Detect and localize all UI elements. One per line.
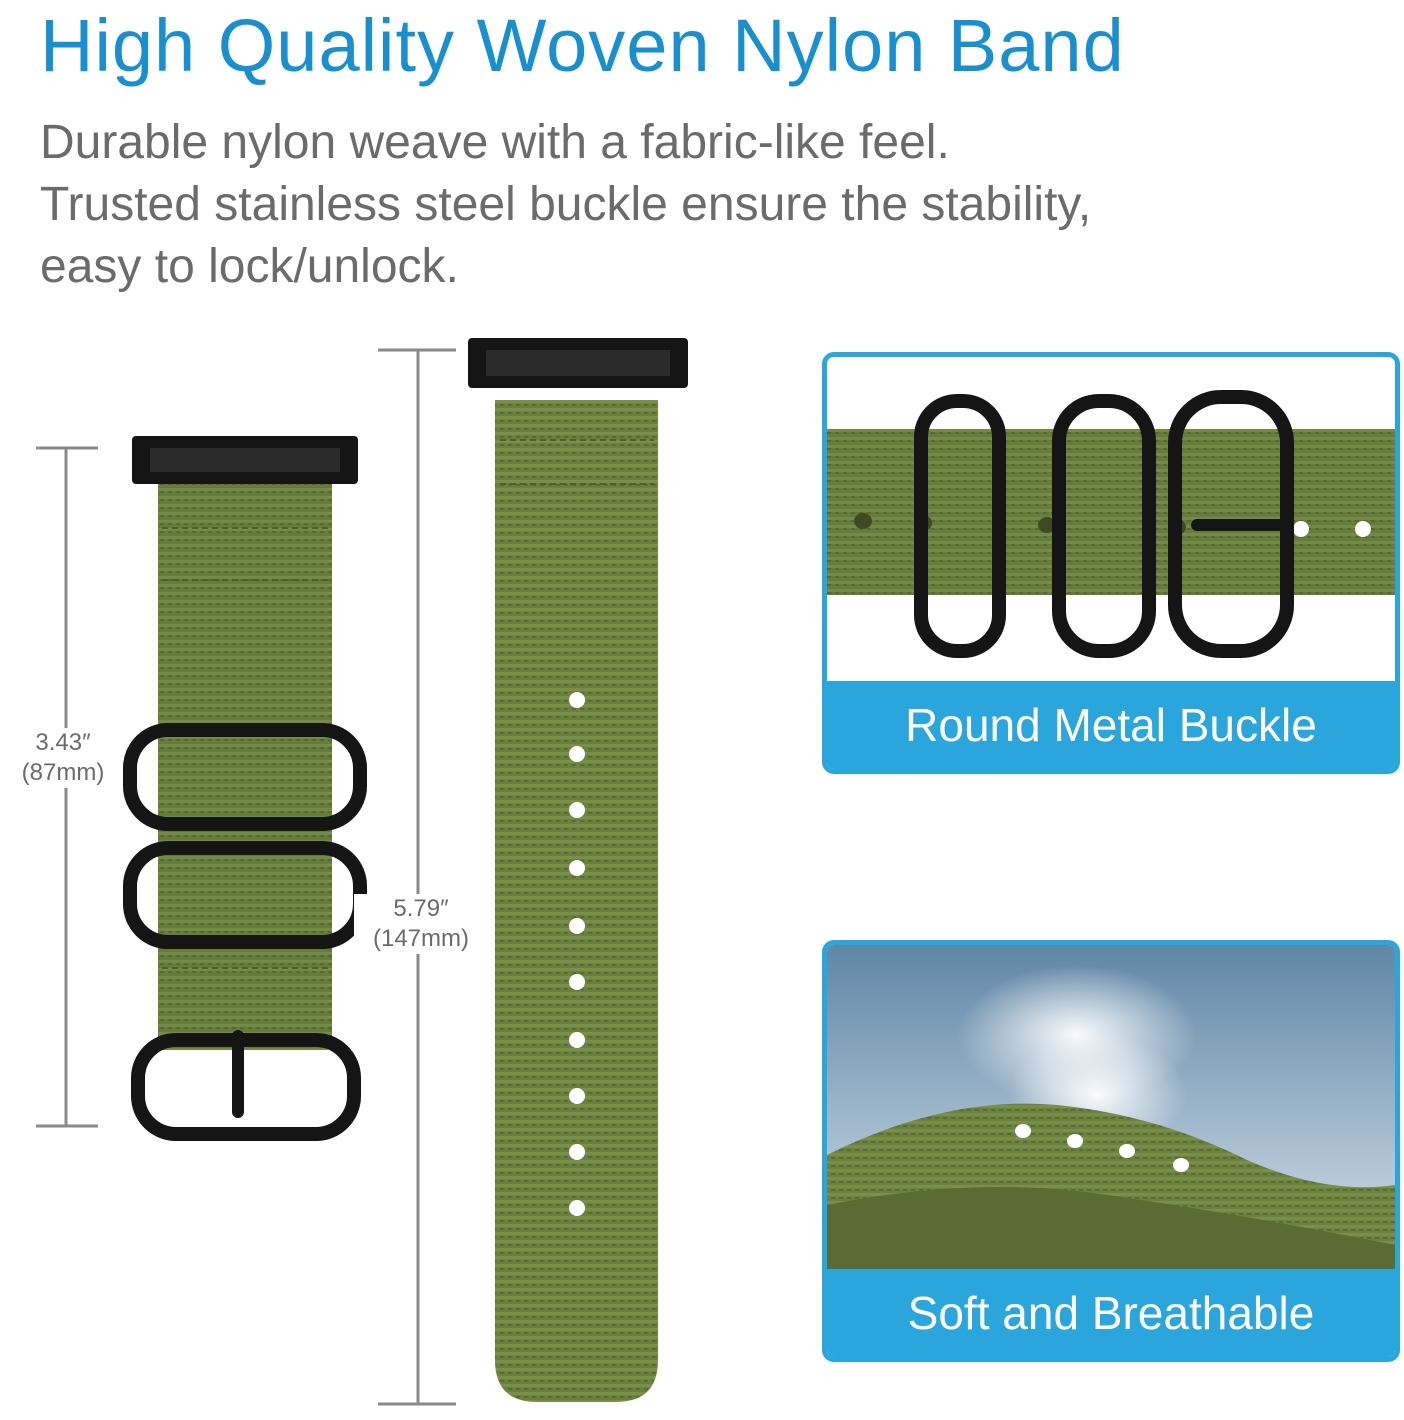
- feature-caption-1: Round Metal Buckle: [827, 681, 1395, 769]
- breathable-mist-icon: [827, 945, 1395, 1275]
- long-band-length-inches: 5.79″: [393, 895, 449, 922]
- short-band-strap: [158, 470, 332, 1050]
- short-band-length-inches: 3.43″: [35, 729, 91, 756]
- product-illustration: [36, 338, 688, 1406]
- long-band-length-mm: (147mm): [372, 925, 469, 952]
- long-band-strap: [495, 400, 658, 1402]
- description-line-1: Durable nylon weave with a fabric-like f…: [40, 116, 950, 169]
- long-band-dimension: [378, 348, 456, 1406]
- description: Durable nylon weave with a fabric-like f…: [40, 112, 1091, 298]
- loop-buckle-icon: [827, 357, 1395, 687]
- feature-caption-2: Soft and Breathable: [827, 1269, 1395, 1357]
- headline: High Quality Woven Nylon Band: [40, 4, 1125, 87]
- feature-card-round-metal-buckle: Round Metal Buckle: [822, 352, 1400, 774]
- short-band: [123, 436, 367, 1141]
- description-line-2: Trusted stainless steel buckle ensure th…: [40, 178, 1092, 231]
- long-band-length-label: 5.79″ (147mm): [354, 894, 488, 954]
- strap-holes: [569, 692, 585, 1216]
- short-band-length-label: 3.43″ (87mm): [4, 728, 122, 788]
- short-band-length-mm: (87mm): [21, 759, 105, 786]
- description-line-3: easy to lock/unlock.: [40, 240, 459, 293]
- feature-card-soft-breathable: Soft and Breathable: [822, 940, 1400, 1362]
- buckle-icon: [131, 1033, 361, 1141]
- keeper-loop-1-icon: [123, 723, 367, 831]
- long-band: [468, 338, 688, 1402]
